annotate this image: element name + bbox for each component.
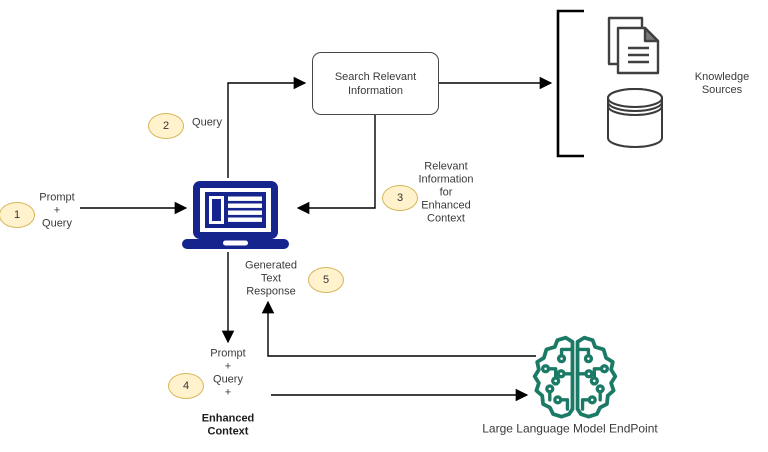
ai-brain-circuit-icon bbox=[532, 335, 618, 419]
step-number: 2 bbox=[162, 120, 170, 132]
step-number: 3 bbox=[396, 192, 404, 204]
label-query: Query bbox=[192, 116, 222, 129]
label-plain-part: Prompt + Query + bbox=[210, 347, 246, 399]
step-badge-4: 4 bbox=[168, 373, 204, 399]
label-bold-part: Enhanced Context bbox=[201, 412, 255, 438]
arrow-llm-to-response bbox=[261, 300, 536, 357]
label-llm-endpoint: Large Language Model EndPoint bbox=[482, 421, 658, 436]
connector-arrows bbox=[80, 9, 584, 402]
arrow-relevant-info-to-laptop bbox=[296, 113, 376, 215]
step-number: 5 bbox=[322, 274, 330, 286]
knowledge-bracket bbox=[556, 9, 584, 158]
label-prompt-query-enhanced-context: Prompt + Query + Enhanced Context bbox=[202, 335, 255, 452]
step-badge-3: 3 bbox=[382, 185, 418, 211]
step-number: 1 bbox=[13, 209, 21, 221]
documents-icon bbox=[607, 16, 660, 75]
step-badge-2: 2 bbox=[148, 113, 184, 139]
arrow-query-to-search bbox=[227, 76, 307, 178]
laptop-icon bbox=[182, 181, 289, 249]
step-number: 4 bbox=[182, 380, 190, 392]
step-badge-1: 1 bbox=[0, 202, 35, 228]
step-badge-5: 5 bbox=[308, 267, 344, 293]
label-generated-text-response: Generated Text Response bbox=[245, 259, 297, 298]
label-prompt-query: Prompt + Query bbox=[39, 191, 75, 230]
database-icon bbox=[607, 88, 663, 148]
label-knowledge-sources: Knowledge Sources bbox=[694, 71, 750, 96]
label-relevant-information: Relevant Information for Enhanced Contex… bbox=[418, 160, 474, 225]
search-relevant-information-box: Search Relevant Information bbox=[312, 52, 439, 115]
